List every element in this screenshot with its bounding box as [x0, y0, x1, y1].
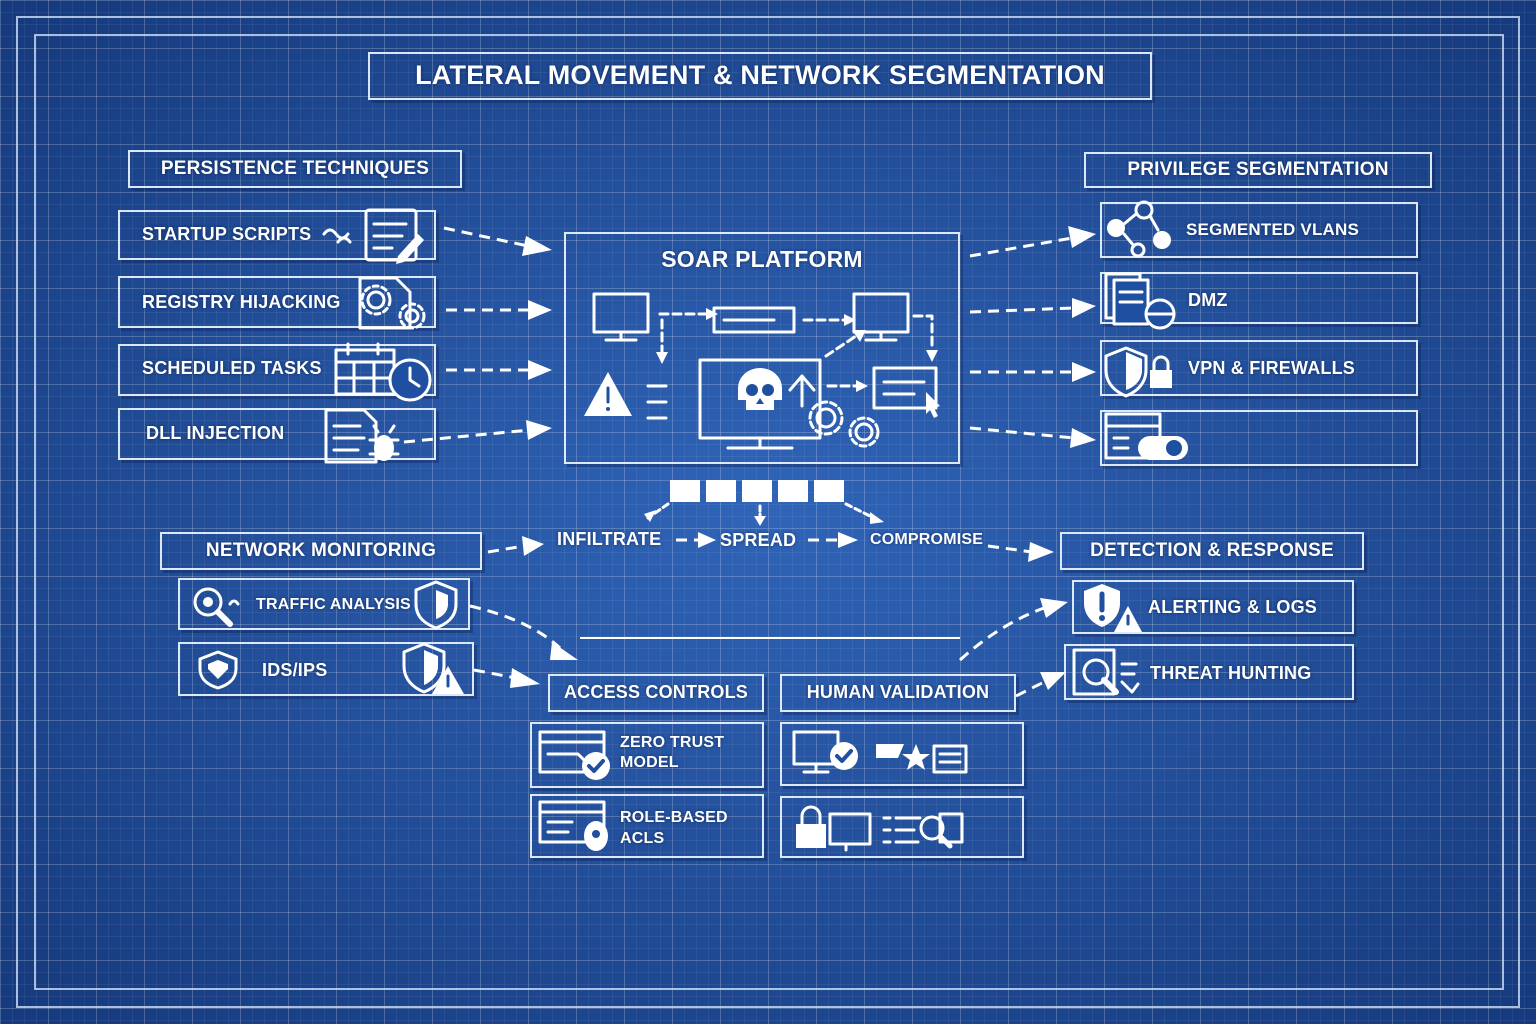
detection-header-box	[1060, 532, 1364, 570]
privilege-item-box[interactable]	[1100, 202, 1418, 258]
lock-window-icon	[538, 800, 608, 851]
detection-item-box[interactable]	[1072, 580, 1354, 634]
persistence-item-startup-scripts: STARTUP SCRIPTS	[142, 224, 312, 244]
browser-toggle-icon	[1104, 412, 1188, 460]
lock-search-icon	[796, 805, 964, 852]
human-header-box	[780, 674, 1016, 712]
soar-title: SOAR PLATFORM	[661, 246, 863, 272]
persistence-header-box	[128, 150, 462, 188]
privilege-header: PRIVILEGE SEGMENTATION	[1127, 159, 1389, 180]
shield-alert-icon	[402, 642, 464, 694]
access-item-role-based-line2: ACLS	[620, 830, 665, 847]
persistence-item-box[interactable]	[118, 344, 436, 396]
privilege-item-segmented-vlans: SEGMENTED VLANS	[1186, 220, 1360, 239]
monitoring-item-box[interactable]	[178, 578, 470, 630]
privilege-item-dmz: DMZ	[1188, 290, 1228, 310]
monitor-check-icon	[792, 730, 968, 774]
magnifier-icon	[193, 587, 240, 627]
monitoring-item-ids-ips: IDS/IPS	[262, 660, 328, 680]
persistence-item-dll-injection: DLL INJECTION	[146, 423, 285, 443]
monitoring-item-traffic-analysis: TRAFFIC ANALYSIS	[256, 596, 411, 613]
inner-frame	[34, 34, 1504, 990]
check-window-icon	[538, 730, 610, 780]
access-item-box[interactable]	[530, 722, 764, 788]
page-title: LATERAL MOVEMENT & NETWORK SEGMENTATION	[415, 60, 1105, 90]
soar-output-connector	[644, 480, 884, 526]
privilege-item-box[interactable]	[1100, 410, 1418, 466]
persistence-item-box[interactable]	[118, 276, 436, 328]
network-nodes-icon	[1107, 200, 1171, 258]
outer-frame	[16, 16, 1520, 1008]
privilege-item-box[interactable]	[1100, 272, 1418, 324]
persistence-item-box[interactable]	[118, 210, 436, 260]
persistence-header: PERSISTENCE TECHNIQUES	[160, 158, 430, 179]
persistence-item-box[interactable]	[118, 408, 436, 460]
flow-step-infiltrate: INFILTRATE	[557, 529, 662, 549]
monitoring-header: NETWORK MONITORING	[205, 540, 437, 561]
shield-icon	[414, 580, 458, 630]
shield-lock-icon	[1104, 346, 1172, 398]
access-item-zero-trust-line2: MODEL	[620, 754, 679, 771]
human-item-box[interactable]	[780, 796, 1024, 858]
detection-item-alerting-logs: ALERTING & LOGS	[1148, 597, 1317, 617]
monitoring-item-box[interactable]	[178, 642, 474, 696]
soar-workflow-diagram	[584, 292, 940, 450]
privilege-item-box[interactable]	[1100, 340, 1418, 396]
document-bug-icon	[324, 408, 400, 464]
human-item-box[interactable]	[780, 722, 1024, 786]
soar-platform-box	[564, 232, 960, 464]
access-item-role-based-line1: ROLE-BASED	[620, 809, 728, 826]
calendar-clock-icon	[334, 342, 432, 402]
persistence-item-registry-hijacking: REGISTRY HIJACKING	[142, 292, 341, 312]
detection-item-threat-hunting: THREAT HUNTING	[1150, 663, 1312, 683]
access-item-box[interactable]	[530, 794, 764, 858]
privilege-item-vpn-firewalls: VPN & FIREWALLS	[1188, 358, 1356, 378]
title-box	[368, 52, 1152, 100]
monitoring-header-box	[160, 532, 482, 570]
gear-document-icon	[358, 276, 426, 330]
shield-badge-icon	[198, 650, 238, 690]
script-edit-icon	[322, 208, 424, 264]
warning-icon	[1084, 584, 1142, 632]
access-item-zero-trust-line1: ZERO TRUST	[620, 734, 725, 751]
flow-step-compromise: COMPROMISE	[870, 531, 984, 548]
access-header-box	[548, 674, 764, 712]
persistence-item-scheduled-tasks: SCHEDULED TASKS	[142, 358, 322, 378]
access-header: ACCESS CONTROLS	[563, 682, 748, 702]
human-header: HUMAN VALIDATION	[806, 682, 990, 702]
server-document-icon	[1104, 272, 1176, 330]
flow-step-spread: SPREAD	[720, 530, 797, 550]
privilege-header-box	[1084, 152, 1432, 188]
detection-header: DETECTION & RESPONSE	[1090, 540, 1334, 561]
search-screen-icon	[1072, 648, 1140, 696]
skull-icon	[738, 368, 782, 410]
